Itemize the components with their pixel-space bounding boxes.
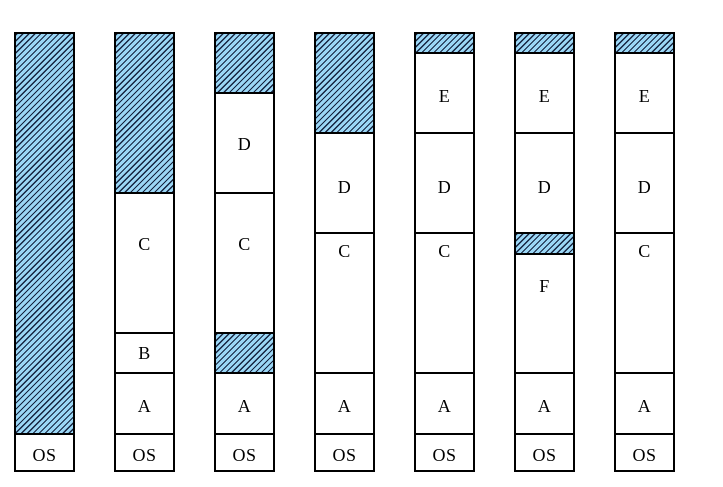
memory-segment-d <box>416 132 473 232</box>
free-memory-region <box>216 332 273 372</box>
segment-label-a: A <box>137 396 152 416</box>
segment-label-os: OS <box>132 445 157 465</box>
free-memory-region <box>516 34 573 54</box>
memory-segment-e <box>516 52 573 132</box>
segment-label-c: C <box>638 241 651 261</box>
memory-segment-d <box>616 132 673 232</box>
free-memory-region <box>416 34 473 54</box>
memory-segment-os <box>116 433 173 470</box>
memory-segment-b <box>116 332 173 372</box>
memory-segment-c <box>116 192 173 332</box>
memory-segment-d <box>516 132 573 232</box>
segment-label-e: E <box>538 86 551 106</box>
segment-label-os: OS <box>632 445 657 465</box>
memory-segment-os <box>316 433 373 470</box>
segment-label-os: OS <box>32 445 57 465</box>
memory-segment-c <box>216 192 273 332</box>
memory-segment-c <box>416 232 473 372</box>
free-memory-region <box>216 34 273 94</box>
memory-segment-d <box>216 92 273 192</box>
segment-label-os: OS <box>232 445 257 465</box>
segment-label-c: C <box>238 234 251 254</box>
memory-segment-a <box>216 372 273 433</box>
segment-label-a: A <box>537 396 552 416</box>
memory-segment-a <box>316 372 373 433</box>
memory-segment-os <box>216 433 273 470</box>
memory-column-7: E D C A OS <box>614 32 675 472</box>
segment-label-e: E <box>438 86 451 106</box>
memory-segment-e <box>616 52 673 132</box>
segment-label-c: C <box>138 234 151 254</box>
segment-label-e: E <box>638 86 651 106</box>
free-memory-region <box>116 34 173 194</box>
memory-segment-a <box>616 372 673 433</box>
segment-label-d: D <box>537 177 552 197</box>
segment-label-a: A <box>237 396 252 416</box>
segment-label-d: D <box>637 177 652 197</box>
free-memory-region <box>616 34 673 54</box>
memory-column-5: E D C A OS <box>414 32 475 472</box>
segment-label-os: OS <box>432 445 457 465</box>
segment-label-c: C <box>438 241 451 261</box>
memory-column-3: D C A OS <box>214 32 275 472</box>
segment-label-b: B <box>138 343 151 363</box>
memory-segment-f <box>516 253 573 372</box>
segment-label-f: F <box>539 276 550 296</box>
memory-segment-os <box>16 433 73 470</box>
memory-segment-c <box>316 232 373 372</box>
segment-label-d: D <box>337 177 352 197</box>
memory-segment-os <box>416 433 473 470</box>
memory-segment-c <box>616 232 673 372</box>
memory-segment-d <box>316 132 373 232</box>
free-memory-region <box>516 232 573 253</box>
memory-column-1: OS <box>14 32 75 472</box>
segment-label-a: A <box>437 396 452 416</box>
segment-label-c: C <box>338 241 351 261</box>
memory-segment-os <box>616 433 673 470</box>
memory-segment-a <box>416 372 473 433</box>
segment-label-d: D <box>437 177 452 197</box>
memory-segment-a <box>116 372 173 433</box>
segment-label-a: A <box>337 396 352 416</box>
free-memory-region <box>16 34 73 435</box>
memory-column-6: E D F A OS <box>514 32 575 472</box>
segment-label-os: OS <box>532 445 557 465</box>
segment-label-a: A <box>637 396 652 416</box>
memory-segment-e <box>416 52 473 132</box>
memory-segment-os <box>516 433 573 470</box>
segment-label-d: D <box>237 134 252 154</box>
memory-column-4: D C A OS <box>314 32 375 472</box>
segment-label-os: OS <box>332 445 357 465</box>
free-memory-region <box>316 34 373 134</box>
memory-column-2: C B A OS <box>114 32 175 472</box>
memory-segment-a <box>516 372 573 433</box>
